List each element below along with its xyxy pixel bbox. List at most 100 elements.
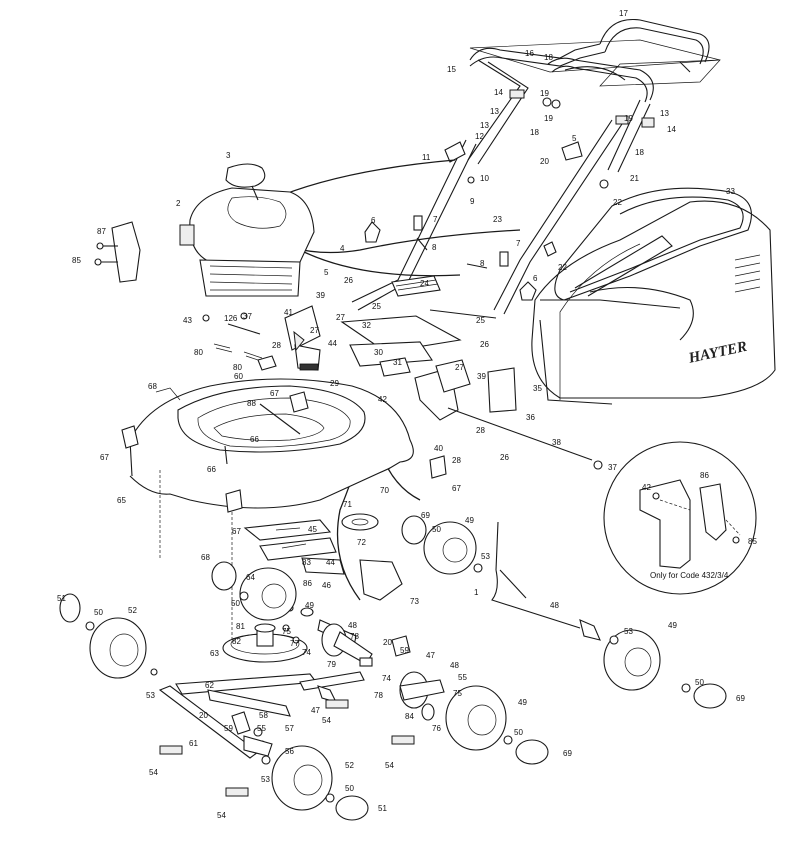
part-callout: 68 xyxy=(148,382,157,391)
part-callout: 62 xyxy=(205,681,214,690)
part-callout: 29 xyxy=(330,379,339,388)
part-callout: 13 xyxy=(490,107,499,116)
part-callout: 18 xyxy=(544,53,553,62)
deck-plate-area xyxy=(202,275,603,470)
part-callout: 47 xyxy=(426,651,435,660)
part-callout: 20 xyxy=(383,638,392,647)
part-callout: 54 xyxy=(217,811,226,820)
part-callout: 126 xyxy=(224,314,238,323)
part-callout: 81 xyxy=(236,622,245,631)
part-callout: 68 xyxy=(201,553,210,562)
part-callout: 53 xyxy=(146,691,155,700)
part-callout: 32 xyxy=(362,321,371,330)
part-callout: 13 xyxy=(660,109,669,118)
part-callout: 63 xyxy=(210,649,219,658)
part-callout: 67 xyxy=(270,389,279,398)
part-callout: 20 xyxy=(199,711,208,720)
grass-collector xyxy=(531,187,776,405)
part-callout: 49 xyxy=(305,601,314,610)
part-callout: 50 xyxy=(514,728,523,737)
part-callout: 49 xyxy=(668,621,677,630)
inset-callout-42: 42 xyxy=(642,483,651,492)
part-callout: 78 xyxy=(350,632,359,641)
part-callout: 27 xyxy=(336,313,345,322)
part-callout: 7 xyxy=(516,239,521,248)
part-callout: 39 xyxy=(477,372,486,381)
part-callout: 71 xyxy=(343,500,352,509)
part-callout: 50 xyxy=(345,784,354,793)
part-callout: 5 xyxy=(572,134,577,143)
part-callout: 73 xyxy=(410,597,419,606)
part-callout: 28 xyxy=(476,426,485,435)
part-callout: 48 xyxy=(450,661,459,670)
part-callout: 58 xyxy=(259,711,268,720)
part-callout: 87 xyxy=(97,227,106,236)
part-callout: 19 xyxy=(544,114,553,123)
part-callout: 60 xyxy=(234,372,243,381)
part-callout: 74 xyxy=(302,648,311,657)
part-callout: 6 xyxy=(533,274,538,283)
part-callout: 45 xyxy=(308,525,317,534)
part-callout: 69 xyxy=(421,511,430,520)
part-callout: 9 xyxy=(470,197,475,206)
part-callout: 84 xyxy=(405,712,414,721)
part-callout: 33 xyxy=(726,187,735,196)
part-callout: 70 xyxy=(380,486,389,495)
part-callout: 80 xyxy=(194,348,203,357)
part-callout: 82 xyxy=(232,637,241,646)
part-callout: 16 xyxy=(525,49,534,58)
part-callout: 18 xyxy=(530,128,539,137)
part-callout: 7 xyxy=(433,215,438,224)
cutting-deck xyxy=(121,378,447,650)
part-callout: 13 xyxy=(480,121,489,130)
part-callout: 43 xyxy=(183,316,192,325)
part-callout: 72 xyxy=(357,538,366,547)
part-callout: 28 xyxy=(452,456,461,465)
part-callout: 51 xyxy=(378,804,387,813)
part-callout: 52 xyxy=(345,761,354,770)
part-callout: 24 xyxy=(420,279,429,288)
part-callout: 18 xyxy=(635,148,644,157)
part-callout: 88 xyxy=(247,399,256,408)
part-callout: 37 xyxy=(608,463,617,472)
part-callout: 53 xyxy=(261,775,270,784)
part-callout: 41 xyxy=(284,308,293,317)
part-callout: 25 xyxy=(476,316,485,325)
part-callout: 44 xyxy=(326,558,335,567)
part-callout: 74 xyxy=(382,674,391,683)
part-callout: 19 xyxy=(624,114,633,123)
part-callout: 26 xyxy=(500,453,509,462)
part-callout: 56 xyxy=(285,747,294,756)
part-callout: 27 xyxy=(310,326,319,335)
part-callout: 77 xyxy=(290,639,299,648)
part-callout: 75 xyxy=(453,689,462,698)
inset-callout-85: 85 xyxy=(748,537,757,546)
part-callout: 21 xyxy=(630,174,639,183)
part-callout: 14 xyxy=(667,125,676,134)
blade-and-drive xyxy=(175,513,403,717)
part-callout: 66 xyxy=(250,435,259,444)
handle-assembly xyxy=(351,18,721,319)
part-callout: 1 xyxy=(474,588,479,597)
part-callout: 49 xyxy=(518,698,527,707)
part-callout: 37 xyxy=(243,312,252,321)
part-callout: 8 xyxy=(432,243,437,252)
part-callout: 53 xyxy=(481,552,490,561)
part-callout: 14 xyxy=(494,88,503,97)
part-callout: 22 xyxy=(558,263,567,272)
engine xyxy=(179,163,315,297)
part-callout: 8 xyxy=(480,259,485,268)
part-callout: 11 xyxy=(422,153,431,162)
part-callout: 42 xyxy=(378,395,387,404)
inset-note: Only for Code 432/3/4 xyxy=(650,571,729,580)
part-callout: 35 xyxy=(533,384,542,393)
part-callout: 48 xyxy=(550,601,559,610)
part-callout: 40 xyxy=(434,444,443,453)
part-callout: 67 xyxy=(232,527,241,536)
part-callout: 59 xyxy=(400,646,409,655)
part-callout: 28 xyxy=(272,341,281,350)
part-callout: 59 xyxy=(224,724,233,733)
part-callout: 61 xyxy=(189,739,198,748)
part-callout: 12 xyxy=(475,132,484,141)
